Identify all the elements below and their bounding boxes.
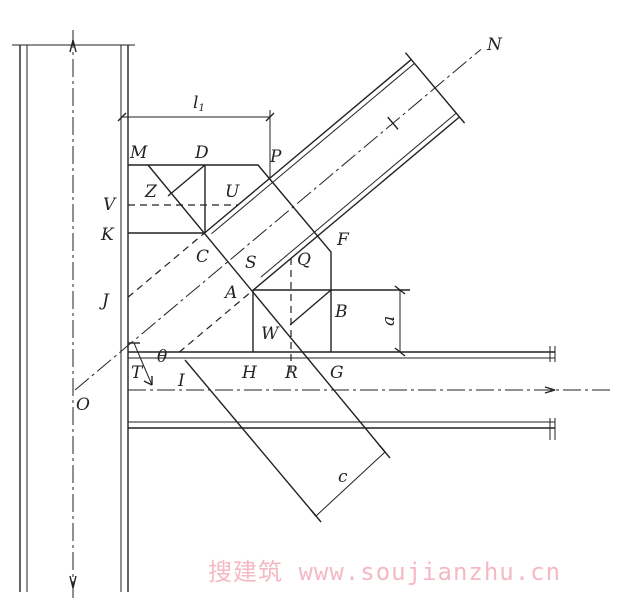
label-B: B <box>334 302 348 322</box>
label-Z: Z <box>144 182 158 202</box>
label-I: I <box>177 371 185 391</box>
label-H: H <box>241 363 258 383</box>
brace-lower-edge-hidden <box>178 290 254 353</box>
brace-upper-edge-hidden <box>127 232 205 298</box>
dimension-l1 <box>117 110 275 180</box>
brace-upper-flange <box>211 62 415 235</box>
label-V: V <box>103 195 117 215</box>
label-a: a <box>379 316 399 326</box>
beam <box>128 346 610 440</box>
label-K: K <box>100 225 115 245</box>
label-O: O <box>76 395 90 415</box>
diagonal-brace <box>74 48 482 391</box>
label-N: N <box>486 35 503 55</box>
label-l1: l1 <box>193 93 205 114</box>
brace-lower-edge <box>252 116 460 292</box>
brace-end <box>404 52 466 124</box>
label-J: J <box>99 291 110 311</box>
dimension-c <box>310 445 391 523</box>
brace-lower-flange <box>260 112 457 278</box>
label-T: T <box>131 363 144 383</box>
watermark: 搜建筑 www.soujianzhu.cn <box>208 558 562 586</box>
label-U: U <box>225 182 240 202</box>
brace-centerline <box>74 48 482 391</box>
point-labels: N l1 M D P Z U V K C S Q F J A B W a θ T… <box>76 35 503 487</box>
label-theta: θ <box>157 347 167 367</box>
label-D: D <box>194 143 209 163</box>
label-F: F <box>336 230 350 250</box>
label-R: R <box>284 363 298 383</box>
label-S: S <box>245 253 257 273</box>
label-P: P <box>269 147 282 167</box>
label-C: C <box>196 247 209 267</box>
label-W: W <box>261 324 280 344</box>
gusset-plate <box>128 164 410 517</box>
brace-tick <box>387 116 399 130</box>
label-Q: Q <box>297 250 311 270</box>
label-A: A <box>223 283 237 303</box>
label-M: M <box>129 143 148 163</box>
brace-upper-edge <box>203 59 412 234</box>
column <box>12 30 135 598</box>
label-G: G <box>330 363 344 383</box>
dimension-a <box>330 285 410 357</box>
angle-theta <box>128 342 153 386</box>
label-c: c <box>338 467 348 487</box>
